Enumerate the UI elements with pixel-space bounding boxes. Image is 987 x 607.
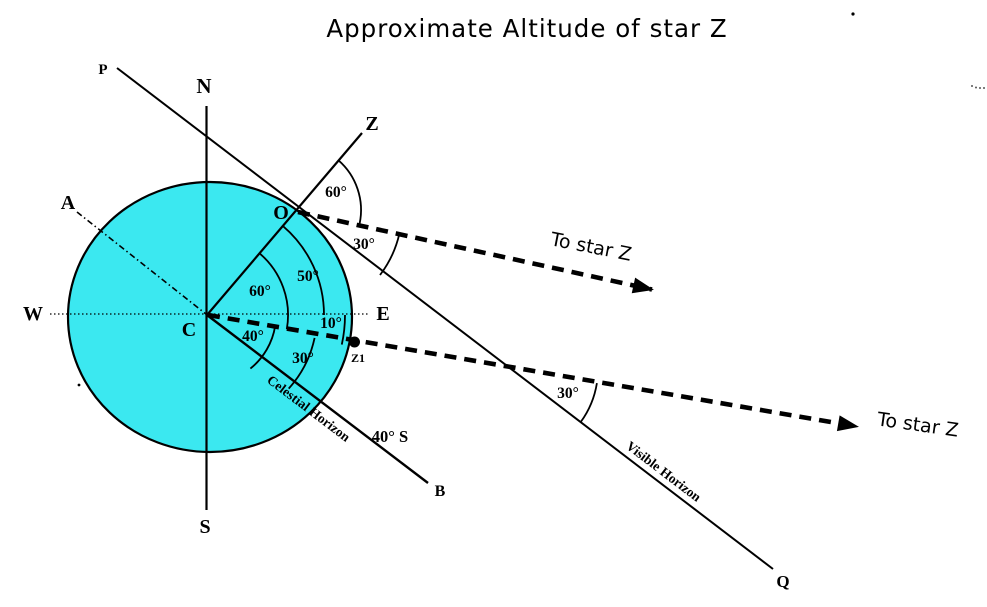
angle-10-at-c: 10° bbox=[320, 315, 342, 332]
label-p: P bbox=[98, 62, 107, 78]
label-e: E bbox=[376, 303, 389, 325]
diagram-title: Approximate Altitude of star Z bbox=[326, 14, 727, 43]
angle-40-at-c: 40° bbox=[242, 328, 264, 345]
stray-dot-left bbox=[77, 383, 81, 387]
label-n: N bbox=[196, 74, 211, 98]
arc-10-at-c bbox=[340, 314, 346, 345]
celestial-horizon-line bbox=[206, 314, 429, 484]
angle-30-at-c: 30° bbox=[292, 350, 314, 367]
star-ray-from-o bbox=[297, 209, 654, 294]
angle-30-at-horizon: 30° bbox=[557, 385, 579, 402]
label-c: C bbox=[182, 319, 196, 341]
arc-30-at-c bbox=[288, 337, 316, 390]
line-a-dashdot bbox=[76, 211, 207, 316]
arc-60-at-o bbox=[337, 159, 362, 224]
label-w: W bbox=[23, 303, 43, 325]
arc-30-at-o bbox=[379, 233, 401, 276]
angle-60-at-c: 60° bbox=[249, 283, 271, 300]
label-o: O bbox=[273, 202, 289, 224]
stray-dot-right-1 bbox=[971, 85, 973, 87]
stray-dot-right-4 bbox=[983, 87, 985, 89]
arc-60-at-c bbox=[258, 252, 289, 330]
arc-30-at-horizon bbox=[580, 382, 598, 423]
angle-60-at-o: 60° bbox=[325, 184, 347, 201]
visible-horizon-line bbox=[116, 67, 774, 570]
arc-50-at-c bbox=[282, 225, 325, 316]
label-s: S bbox=[199, 516, 210, 538]
to-star-z-upper-label: To star Z bbox=[548, 228, 634, 265]
star-ray-from-c bbox=[207, 312, 859, 432]
zenith-line bbox=[206, 132, 363, 316]
label-q: Q bbox=[776, 572, 789, 591]
point-z1-dot bbox=[349, 336, 360, 348]
arc-40-at-c bbox=[249, 325, 277, 370]
label-b: B bbox=[435, 483, 446, 500]
label-a: A bbox=[61, 192, 76, 214]
latitude-mark-label: 40° S bbox=[372, 427, 408, 446]
to-star-z-lower-label: To star Z bbox=[875, 408, 960, 441]
label-z: Z bbox=[365, 113, 378, 135]
visible-horizon-label: Visible Horizon bbox=[623, 438, 704, 505]
angle-50-at-c: 50° bbox=[297, 268, 319, 285]
label-z1: Z1 bbox=[351, 351, 365, 365]
stray-dot-top bbox=[851, 12, 855, 16]
angle-30-at-o: 30° bbox=[353, 236, 375, 253]
stray-dot-right-3 bbox=[979, 87, 981, 89]
stray-dot-right-2 bbox=[975, 86, 977, 89]
